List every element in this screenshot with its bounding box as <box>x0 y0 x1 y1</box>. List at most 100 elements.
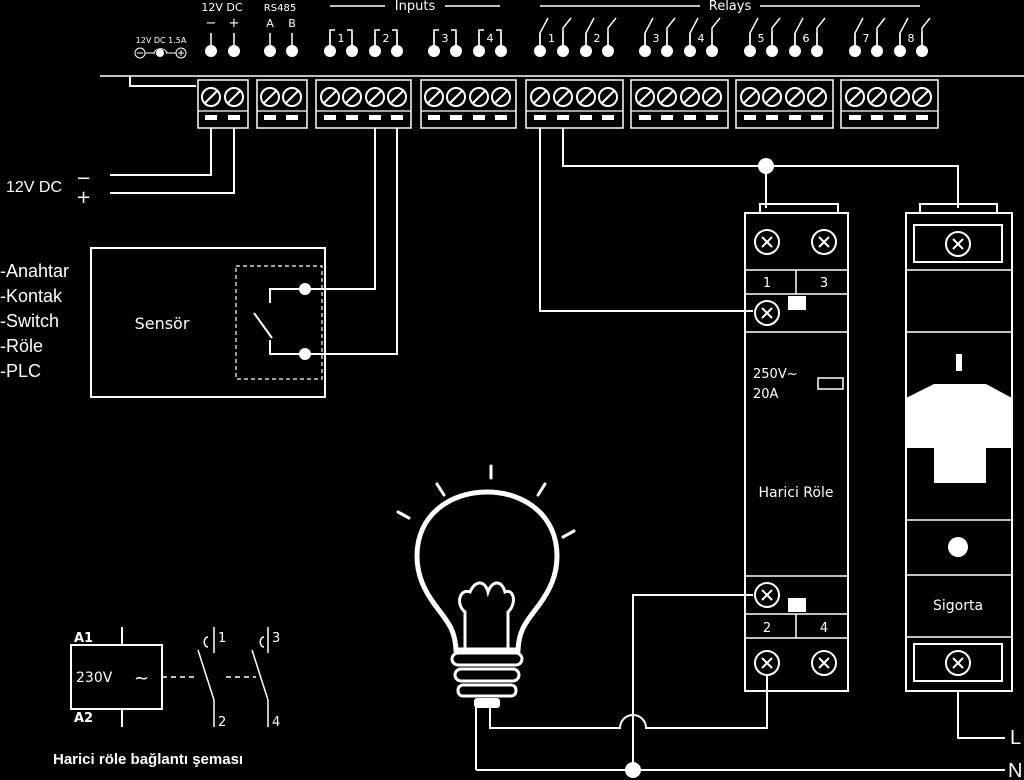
pin-icon <box>473 45 485 57</box>
power-minus-label: − <box>206 16 217 31</box>
sensor-wire-input2-b <box>305 128 398 355</box>
terminal-block <box>315 79 412 129</box>
pin-icon <box>639 45 651 57</box>
pin-icon <box>391 45 403 57</box>
rs485-b-label: B <box>288 17 296 30</box>
pin-icon <box>894 45 906 57</box>
screw-terminal-icon <box>785 87 805 107</box>
screw-terminal-icon <box>491 87 511 107</box>
pin-icon <box>661 45 673 57</box>
screw-terminal-icon <box>553 87 573 107</box>
light-bulb-icon <box>396 464 576 708</box>
terminal-number: 8 <box>908 32 915 45</box>
screw-terminal-icon <box>867 87 887 107</box>
pin-icon <box>811 45 823 57</box>
terminal-number: 3 <box>653 32 660 45</box>
sensor-node <box>299 348 311 360</box>
relay-module-body <box>744 212 849 692</box>
screw-terminal-icon <box>912 87 932 107</box>
screw-icon <box>754 229 780 255</box>
terminal-blocks <box>197 79 939 129</box>
screw-terminal-icon <box>260 87 280 107</box>
screw-terminal-icon <box>530 87 550 107</box>
header: 12V DC − + RS485 A B Inputs Relays 12V D… <box>134 0 931 59</box>
contact-2-label: 2 <box>218 715 226 730</box>
supply-minus: − <box>76 168 91 189</box>
relay1-coil-wire <box>539 128 753 312</box>
sensor-type: -Kontak <box>0 286 63 306</box>
terminal-number: 4 <box>698 32 705 45</box>
power-plus-label: + <box>229 16 240 31</box>
screw-terminal-icon <box>807 87 827 107</box>
screw-terminal-icon <box>201 87 221 107</box>
terminal-block <box>630 79 729 129</box>
terminal-number: 4 <box>487 32 494 45</box>
supply-label: 12V DC <box>6 179 62 196</box>
sensor-type: -Anahtar <box>0 261 69 281</box>
sensor-box <box>90 247 326 398</box>
pin-icon <box>766 45 778 57</box>
relay-schematic: A1 A2 230V ~ 1 2 3 4 Harici röle bağlant… <box>53 627 280 768</box>
terminal-number: 5 <box>758 32 765 45</box>
pin-icon <box>871 45 883 57</box>
rs485-a-label: A <box>266 17 274 30</box>
header-pin-icons <box>205 33 928 57</box>
terminal-block <box>525 79 624 129</box>
pin-icon <box>346 45 358 57</box>
fuse-toggle-lever <box>906 384 1012 483</box>
screw-terminal-icon <box>320 87 340 107</box>
dc-jack-icon <box>134 47 187 59</box>
fuse-name: Sigorta <box>933 598 983 614</box>
terminal-number: 6 <box>803 32 810 45</box>
terminal-block <box>420 79 517 129</box>
sensor-contact-box <box>235 265 323 380</box>
pin-icon <box>849 45 861 57</box>
screw-terminal-icon <box>845 87 865 107</box>
screw-terminal-icon <box>657 87 677 107</box>
screw-terminal-icon <box>576 87 596 107</box>
power-header-label: 12V DC <box>201 1 242 14</box>
relay-voltage-rating: 250V~ <box>753 367 798 382</box>
screw-icon <box>754 300 780 326</box>
coil-a1-label: A1 <box>74 631 93 646</box>
lamp-return-wire <box>489 675 768 729</box>
screw-icon <box>811 229 837 255</box>
screw-terminal-icon <box>282 87 302 107</box>
contact-4-label: 4 <box>272 715 280 730</box>
screw-terminal-icon <box>680 87 700 107</box>
coil-ac-symbol: ~ <box>134 668 149 689</box>
terminal-number: 2 <box>383 32 390 45</box>
mains-line-label: L <box>1010 727 1021 749</box>
pin-icon <box>205 45 217 57</box>
external-relay: 1 3 250V~ 20A Harici Röle 2 4 <box>744 203 849 692</box>
screw-terminal-icon <box>387 87 407 107</box>
terminal-number: 1 <box>338 32 345 45</box>
screw-terminal-icon <box>740 87 760 107</box>
screw-terminal-icon <box>342 87 362 107</box>
terminal-block <box>735 79 834 129</box>
screw-terminal-icon <box>365 87 385 107</box>
line-wire <box>957 691 1005 739</box>
contact-indicator <box>788 296 806 310</box>
pin-icon <box>916 45 928 57</box>
pin-icon <box>706 45 718 57</box>
pin-icon <box>495 45 507 57</box>
junction-node <box>625 762 641 778</box>
screw-terminal-icon <box>762 87 782 107</box>
screw-terminal-icon <box>702 87 722 107</box>
relay-terminal-4: 4 <box>820 621 828 636</box>
relays-label: Relays <box>709 0 752 14</box>
relay-status-window <box>817 377 844 390</box>
screw-icon <box>754 650 780 676</box>
sensor-title: Sensör <box>135 314 190 333</box>
pin-icon <box>684 45 696 57</box>
screw-icon <box>754 582 780 608</box>
sensor-node <box>299 283 311 295</box>
sensor-type-list: -Anahtar -Kontak -Switch -Röle -PLC <box>0 261 69 381</box>
dc-jack-label: 12V DC 1.5A <box>136 36 187 45</box>
contact-indicator <box>788 598 806 612</box>
pin-icon <box>369 45 381 57</box>
terminal-number: 1 <box>548 32 555 45</box>
